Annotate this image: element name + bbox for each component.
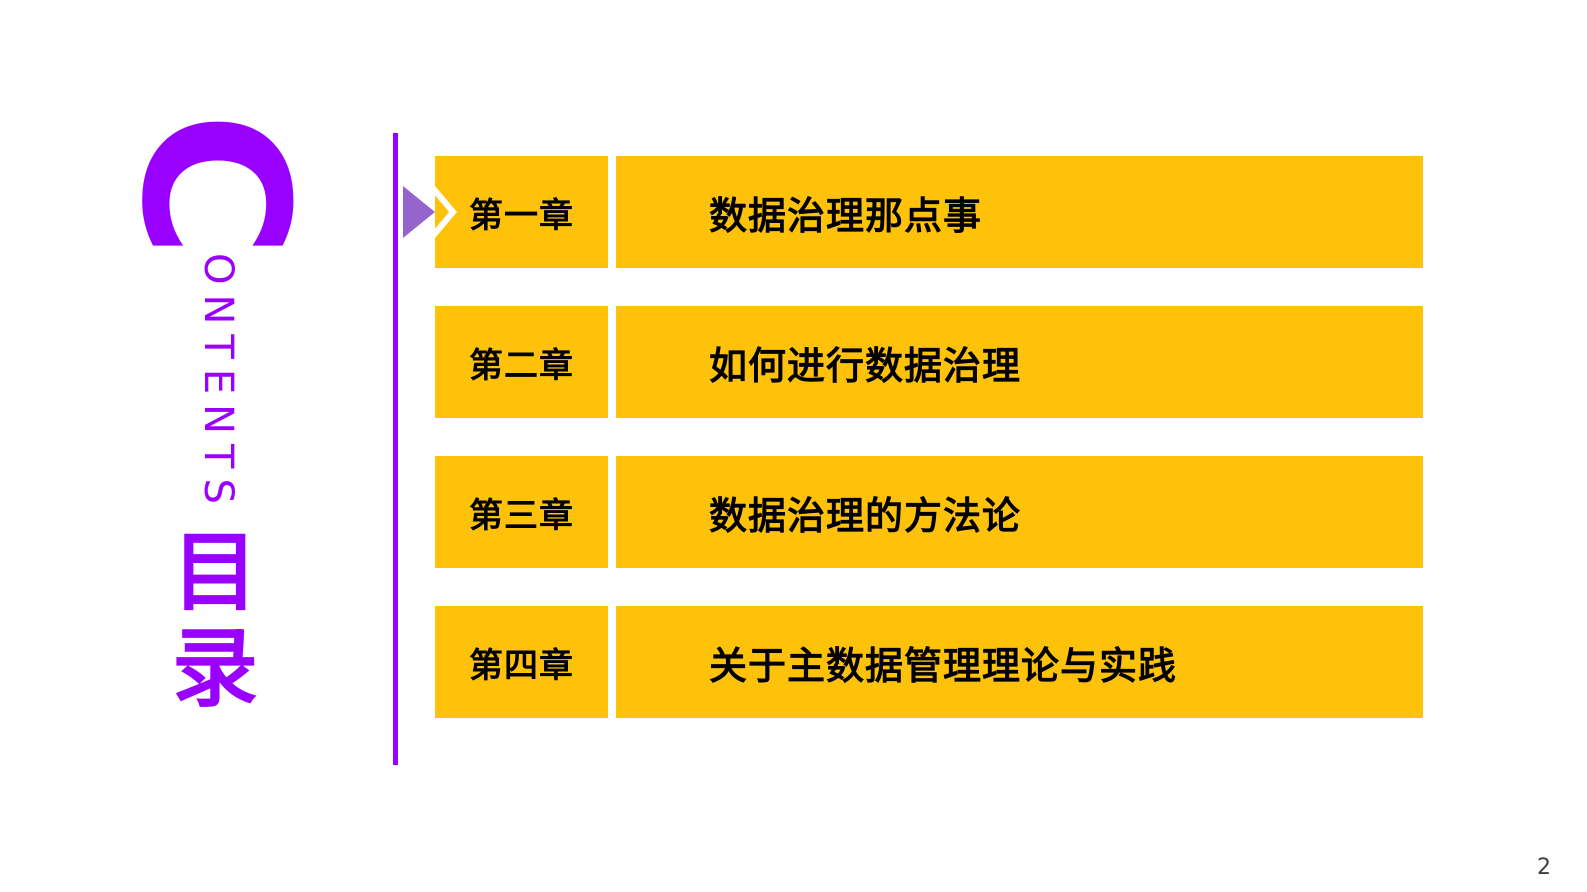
contents-word-remainder: ONTENTS [195,253,241,514]
page-title-chinese: 目 录 [150,525,280,717]
chapter-box[interactable]: 第一章 [435,156,608,268]
contents-big-c-letter: C [97,111,330,259]
title-box[interactable]: 如何进行数据治理 [616,306,1423,418]
active-row-marker-triangle-icon [403,186,435,238]
chapter-title: 如何进行数据治理 [709,343,1022,388]
chapter-box[interactable]: 第三章 [435,456,608,568]
chapter-title: 数据治理的方法论 [709,493,1022,538]
chapter-label: 第三章 [469,495,574,536]
chapter-box[interactable]: 第四章 [435,606,608,718]
title-box[interactable]: 数据治理那点事 [616,156,1423,268]
title-box[interactable]: 关于主数据管理理论与实践 [616,606,1423,718]
vertical-divider-line [393,133,398,765]
page-title-char-1: 目 [172,523,258,623]
chapter-label: 第二章 [469,345,574,386]
chapter-box-arrow-notch-icon [435,186,457,238]
chapter-label: 第四章 [469,645,574,686]
chapter-title: 数据治理那点事 [709,193,983,238]
contents-wordmark: C ONTENTS [97,100,330,514]
chapter-box[interactable]: 第二章 [435,306,608,418]
chapter-label: 第一章 [469,195,574,236]
page-number: 2 [1537,855,1551,880]
page-title-char-2: 录 [172,619,258,719]
chapter-title: 关于主数据管理理论与实践 [709,643,1178,688]
title-box[interactable]: 数据治理的方法论 [616,456,1423,568]
